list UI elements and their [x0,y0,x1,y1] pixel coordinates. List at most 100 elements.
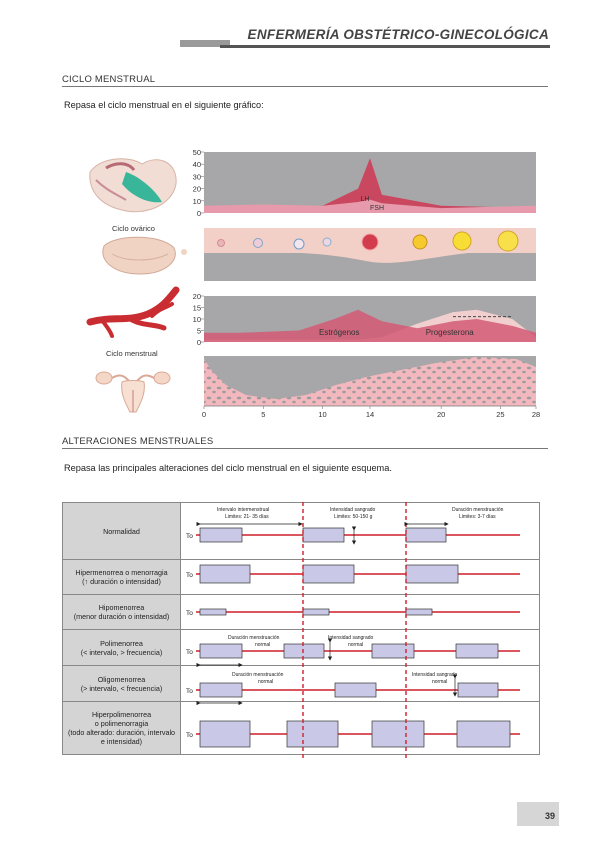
follicle-2 [253,238,263,248]
section-intro: Repasa el ciclo menstrual en el siguient… [64,100,264,110]
menstruation-block [405,564,459,584]
annotation-interval-line2: Limites: 21- 35 días [225,514,269,520]
time-origin-label: To [186,732,193,739]
annotation-duration-line2: Limites: 3-7 días [459,514,496,520]
series-label-fsh: FSH [370,205,384,212]
follicle-ruptured [361,233,379,251]
y-tick-label: 50 [193,148,201,157]
follicle-sequence [217,230,519,252]
menstruation-block [334,682,377,698]
x-tick-label: 0 [202,410,206,419]
annotation-duration-normal-3: Duración menstruación [232,672,284,678]
y-tick-label: 40 [193,160,201,169]
corpus-luteum-2 [452,231,472,251]
annotation-interval-line1: Intervalo intermenstrual [217,507,269,513]
series-label-estrogen: Estrógenos [319,328,359,337]
y-tick-label: 0 [197,338,201,347]
section-rule [62,86,548,87]
y-tick-label: 15 [193,304,201,313]
row-label: Oligomenorrea (> intervalo, < frecuencia… [62,665,181,702]
menstruation-block [302,608,330,616]
y-tick-label: 10 [193,197,201,206]
x-tick-label: 5 [261,410,265,419]
y-tick-label: 20 [193,292,201,301]
ovarian-cycle-label: Ciclo ovárico [112,224,155,233]
section-rule [62,448,548,449]
annotation-intensity-line2: Limites: 50-150 g [334,514,373,520]
annotation-duration-normal-4: normal [258,679,273,685]
series-label-lh: LH [361,196,370,203]
follicle-1 [217,239,225,247]
series-lh [204,158,536,213]
annotation-duration-line1: Duración menstruación [452,507,504,513]
row-label: Hiperpolimenorrea o polimenorragia (todo… [62,701,181,755]
menstruation-block [405,608,433,616]
x-tick-label: 14 [366,410,374,419]
follicle-4 [322,237,332,247]
header-rule [220,45,550,48]
y-tick-label: 30 [193,172,201,181]
organ-illustrations [86,158,187,413]
x-tick-label: 25 [496,410,504,419]
corpus-luteum-3 [497,230,519,252]
uterus-illustration [95,371,171,413]
section-title-menstrual-alterations: ALTERACIONES MENSTRUALES [62,436,214,447]
menstruation-block [199,720,251,748]
header-title: ENFERMERÍA OBSTÉTRICO-GINECOLÓGICA [247,27,549,42]
row-label: Hipermenorrea o menorragia (↑ duración o… [62,559,181,595]
x-tick-label: 28 [532,410,540,419]
page-number: 39 [544,811,555,821]
pituitary-illustration [89,158,177,213]
menstruation-block [283,643,325,659]
menstrual-cycle-label: Ciclo menstrual [106,349,158,358]
menstruation-block [371,643,415,659]
section-intro: Repasa las principales alteraciones del … [64,463,392,473]
row-label: Polimenorrea (< intervalo, > frecuencia) [62,629,181,666]
row-label: Hipomenorrea (menor duración o intensida… [62,594,181,630]
menstruation-block [457,682,499,698]
annotation-duration-normal-2: normal [255,642,270,648]
menstruation-block [302,527,345,543]
section-title-menstrual-cycle: CICLO MENSTRUAL [62,74,156,85]
uterine-vessel-illustration [86,286,180,338]
series-fsh [204,199,536,213]
endometrium-layer [204,357,536,406]
menstruation-block [371,720,425,748]
y-tick-label: 0 [197,209,201,218]
header-accent-bar [180,40,230,47]
ovary-illustration [102,236,187,275]
follicle-panel-wave [204,249,536,263]
series-estrogen [204,309,536,342]
menstruation-block [199,643,243,659]
x-tick-label: 20 [437,410,445,419]
page-number-box [517,802,559,826]
annotation-duration-normal-1: Duración menstruación [228,635,280,641]
annotation-intensity-normal-2: normal [348,642,363,648]
menstruation-block [199,527,243,543]
corpus-luteum-1 [412,234,428,250]
follicle-3 [293,238,305,250]
time-origin-label: To [186,610,193,617]
menstruation-block [456,720,511,748]
time-origin-label: To [186,572,193,579]
menstruation-block [286,720,339,748]
annotation-intensity-normal-1: Intensidad sangrado [328,635,374,641]
annotation-intensity-normal-4: normal [432,679,447,685]
menstruation-block [199,682,243,698]
y-tick-label: 5 [197,327,201,336]
row-label: Normalidad [62,502,181,560]
menstruation-block [199,608,227,616]
annotation-intensity-line1: Intensidad sangrado [330,507,376,513]
annotation-intensity-normal-3: Intensidad sangrado [412,672,458,678]
menstruation-block [302,564,355,584]
menstruation-block [405,527,447,543]
menstruation-block [199,564,251,584]
x-tick-label: 10 [318,410,326,419]
y-tick-label: 10 [193,315,201,324]
time-origin-label: To [186,688,193,695]
y-tick-label: 20 [193,185,201,194]
series-label-progesterone: Progesterona [426,328,475,337]
time-origin-label: To [186,533,193,540]
